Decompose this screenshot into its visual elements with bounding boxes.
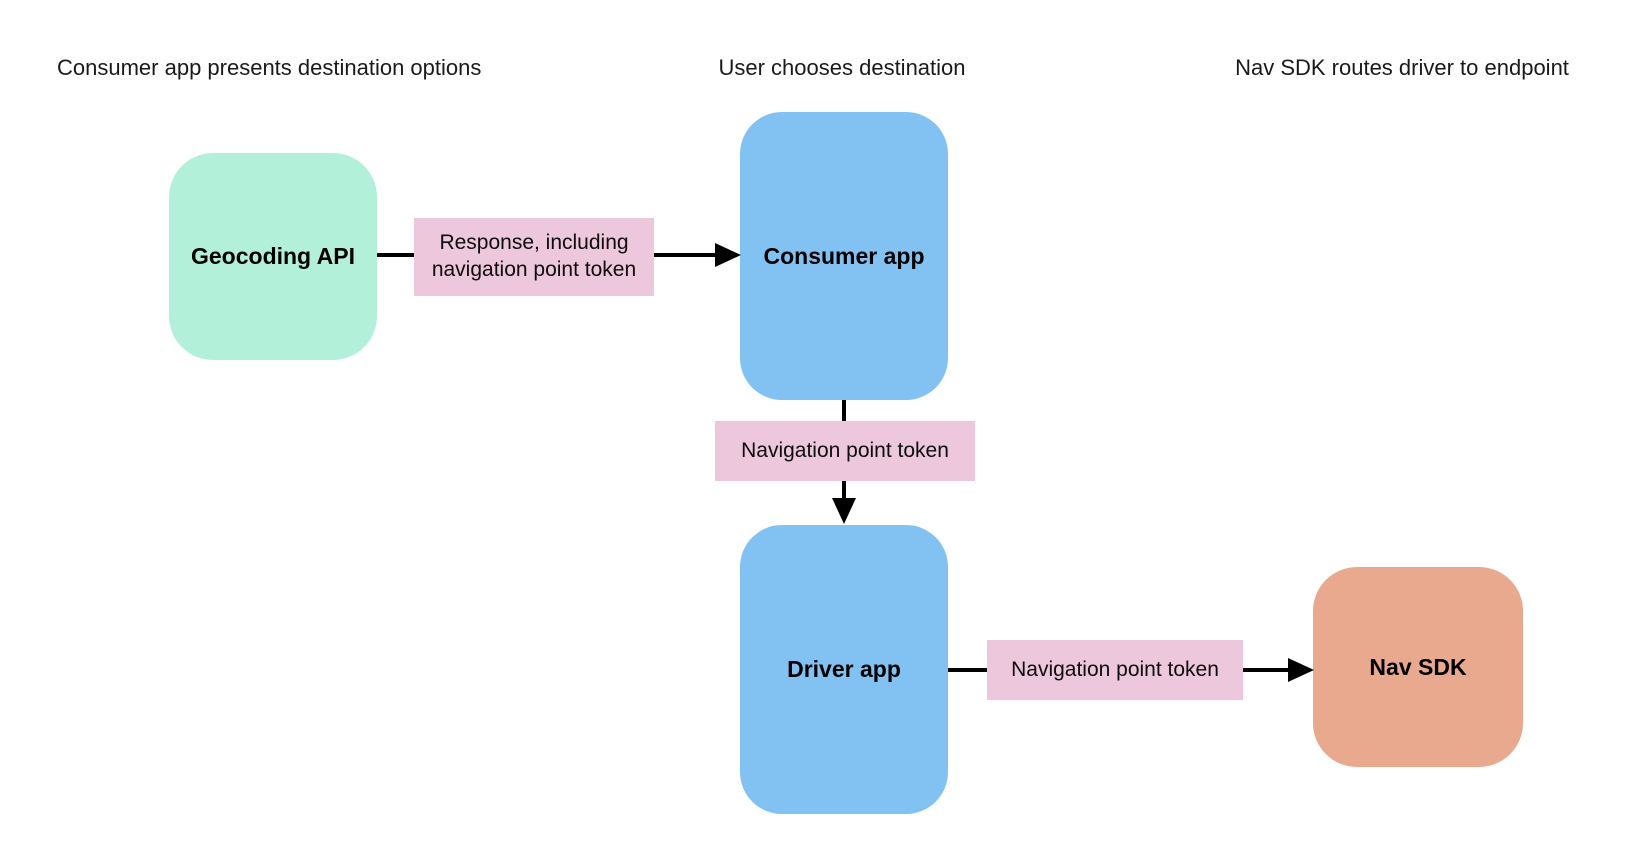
node-driver-app: Driver app (740, 525, 948, 814)
stage-heading-navsdk-routes: Nav SDK routes driver to endpoint (1235, 55, 1569, 80)
arrowhead-icon-driver-to-navsdk (1288, 658, 1314, 682)
edge-label-navigation-point-token-horizontal: Navigation point token (987, 640, 1243, 700)
stage-heading-user-chooses: User chooses destination (718, 55, 966, 80)
arrowhead-icon-geocoding-to-consumer (715, 243, 741, 267)
edge-label-navigation-point-token-vertical: Navigation point token (715, 421, 975, 481)
stage-heading-consumer-presents: Consumer app presents destination option… (57, 55, 482, 80)
node-consumer-app: Consumer app (740, 112, 948, 400)
node-geocoding-api-label: Geocoding API (191, 243, 355, 269)
node-consumer-app-label: Consumer app (763, 242, 925, 269)
node-driver-app-label: Driver app (787, 656, 901, 682)
node-geocoding-api: Geocoding API (169, 153, 377, 360)
arrowhead-icon-consumer-to-driver (832, 498, 856, 524)
edge-label-response-including-token: Response, including navigation point tok… (414, 218, 654, 296)
node-nav-sdk-label: Nav SDK (1369, 653, 1467, 680)
node-nav-sdk: Nav SDK (1313, 567, 1523, 767)
